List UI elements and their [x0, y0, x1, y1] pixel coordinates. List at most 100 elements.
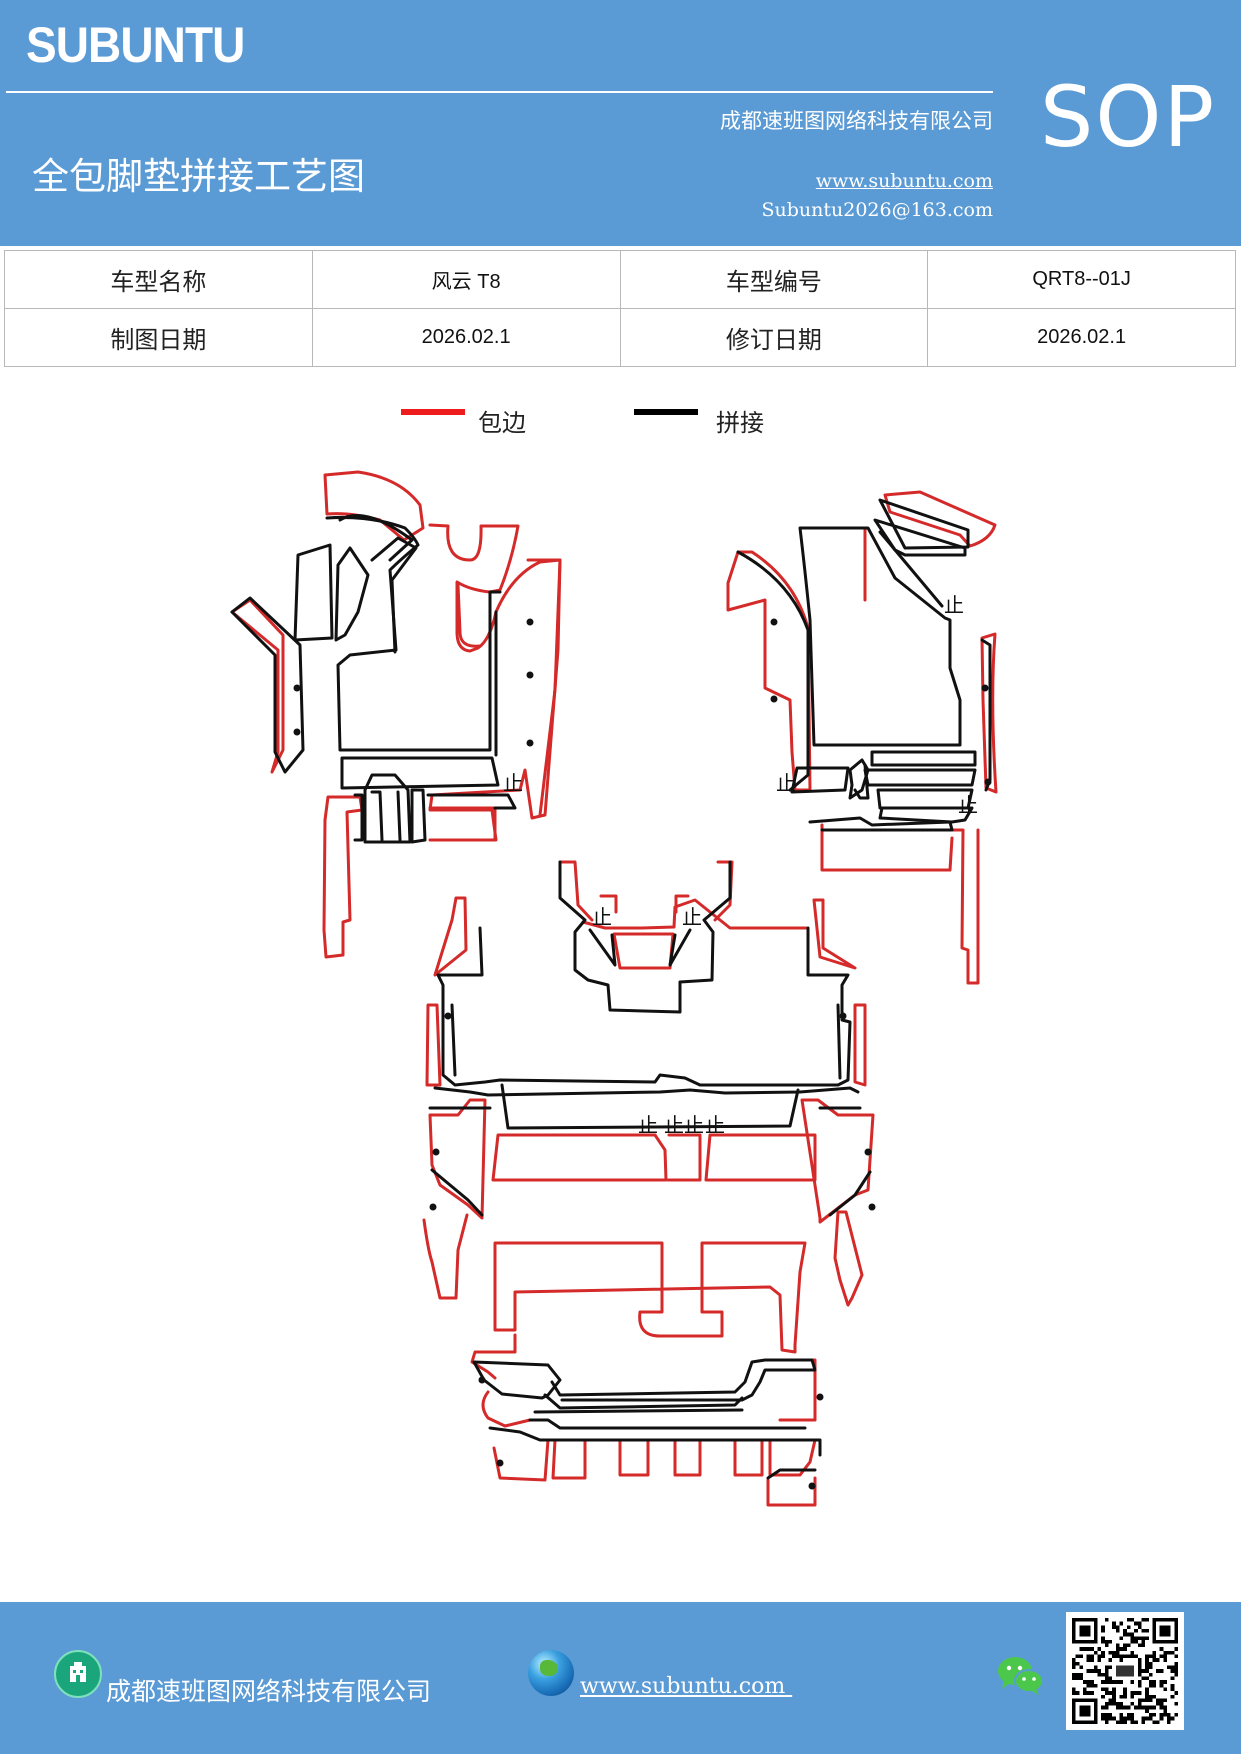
mat-piece-seam	[808, 816, 954, 832]
mat-piece-seam	[450, 1003, 457, 1077]
mat-piece-seam	[363, 773, 412, 844]
mat-piece-seam	[543, 1393, 744, 1410]
mat-piece-edge	[492, 1438, 550, 1482]
mat-piece-edge	[726, 550, 812, 792]
mat-piece-seam	[848, 758, 870, 800]
mat-piece-edge	[230, 598, 285, 774]
globe-icon	[528, 1650, 574, 1696]
sop-badge: SOP	[1040, 68, 1217, 166]
mat-piece-seam	[790, 766, 850, 794]
fixing-hole	[868, 1203, 876, 1211]
mat-piece-edge	[322, 795, 364, 959]
model-name-value: 风云 T8	[311, 250, 621, 309]
fixing-hole	[839, 1012, 847, 1020]
mat-piece-seam	[430, 1168, 484, 1217]
mat-piece-edge	[612, 932, 675, 970]
mat-piece-edge	[428, 523, 562, 842]
mat-piece-edge	[704, 1133, 817, 1182]
model-name-label: 车型名称	[4, 250, 313, 309]
fixing-hole	[526, 618, 534, 626]
mat-piece-edge	[323, 470, 425, 542]
mat-piece-seam	[370, 790, 384, 842]
footer-website-link[interactable]: www.subuntu.com	[580, 1674, 793, 1699]
mat-piece-seam	[736, 550, 810, 792]
floor-mat-diagram: 止 止 止 止 止 止 止 止 止 止	[230, 470, 998, 1507]
mat-piece-seam	[870, 750, 977, 767]
mat-piece-edge	[481, 1390, 532, 1428]
fixing-hole	[864, 1148, 872, 1156]
mat-piece-edge	[551, 1438, 587, 1480]
mat-piece-edge	[618, 1438, 650, 1477]
mat-piece-edge	[800, 526, 867, 602]
mat-piece-edge	[820, 823, 954, 872]
mat-piece-seam	[488, 1426, 822, 1457]
mat-piece-seam	[334, 546, 370, 642]
mat-piece-seam	[878, 498, 970, 550]
mat-piece-edge	[581, 898, 808, 930]
mat-piece-seam	[230, 596, 305, 774]
mat-piece-seam	[550, 1358, 817, 1402]
mat-piece-seam	[828, 1170, 872, 1217]
model-code-value: QRT8--01J	[927, 250, 1236, 309]
mat-piece-seam	[338, 514, 414, 562]
mat-piece-seam	[668, 928, 692, 967]
stop-mark: 止	[592, 905, 612, 929]
qr-code[interactable]	[1066, 1612, 1184, 1730]
mat-piece-seam	[436, 926, 852, 1087]
fixing-hole	[293, 684, 301, 692]
footer-company: 成都速班图网络科技有限公司	[106, 1677, 432, 1706]
mat-piece-edge	[526, 558, 562, 817]
header-company: 成都速班图网络科技有限公司	[720, 109, 993, 133]
mat-piece-seam	[878, 806, 974, 824]
header-divider	[6, 91, 993, 93]
mat-piece-seam	[370, 536, 418, 654]
table-row: 制图日期 2026.02.1 修订日期 2026.02.1	[4, 308, 1236, 367]
mat-piece-edge	[422, 1213, 469, 1300]
mat-piece-edge	[948, 828, 980, 985]
fixing-hole	[496, 1459, 504, 1467]
vehicle-info-table: 车型名称 风云 T8 车型编号 QRT8--01J 制图日期 2026.02.1…	[4, 250, 1236, 367]
mat-piece-edge	[428, 1098, 487, 1220]
stop-mark: 止	[503, 771, 523, 795]
stop-mark: 止	[705, 1113, 725, 1137]
mat-piece-edge	[428, 806, 497, 842]
mat-piece-edge	[800, 1098, 875, 1224]
wechat-icon[interactable]	[996, 1654, 1044, 1696]
mat-piece-seam	[293, 543, 334, 642]
mat-piece-edge	[493, 1241, 807, 1354]
legend-splice-swatch	[634, 409, 698, 415]
mat-piece-seam	[528, 1418, 807, 1430]
page-header: SUBUNTU 成都速班图网络科技有限公司 全包脚垫拼接工艺图 www.subu…	[0, 0, 1241, 246]
draw-date-value: 2026.02.1	[311, 308, 621, 367]
stop-mark: 止	[682, 905, 702, 929]
header-website-link[interactable]: www.subuntu.com	[815, 170, 993, 192]
mat-piece-seam	[426, 793, 517, 810]
mat-piece-edge	[853, 1003, 867, 1087]
fixing-hole	[770, 618, 778, 626]
stop-mark: 止	[776, 771, 796, 795]
mat-piece-seam	[410, 788, 427, 844]
page-footer: 成都速班图网络科技有限公司 www.subuntu.com	[0, 1602, 1241, 1754]
mat-piece-seam	[533, 1408, 744, 1414]
legend-splice-label: 拼接	[716, 409, 764, 437]
mat-piece-edge	[733, 1438, 764, 1477]
brand-logo: SUBUNTU	[26, 17, 245, 73]
mat-piece-edge	[673, 1438, 702, 1477]
fixing-hole	[816, 1393, 824, 1401]
mat-piece-edge	[833, 1210, 864, 1307]
mat-piece-edge	[491, 1133, 668, 1182]
header-email: Subuntu2026@163.com	[761, 199, 993, 221]
fixing-hole	[526, 671, 534, 679]
mat-piece-edge	[425, 1003, 442, 1087]
stop-mark: 止	[638, 1113, 658, 1137]
legend-edge-label: 包边	[478, 409, 526, 437]
draw-date-label: 制图日期	[4, 308, 313, 367]
mat-piece-edge	[674, 894, 690, 914]
mat-piece-seam	[433, 1086, 860, 1097]
fixing-hole	[478, 1376, 486, 1384]
mat-piece-edge	[666, 1133, 702, 1182]
stop-mark: 止	[664, 1113, 684, 1137]
mat-piece-seam	[353, 793, 364, 842]
document-title: 全包脚垫拼接工艺图	[32, 155, 365, 198]
mat-piece-seam	[588, 928, 617, 967]
